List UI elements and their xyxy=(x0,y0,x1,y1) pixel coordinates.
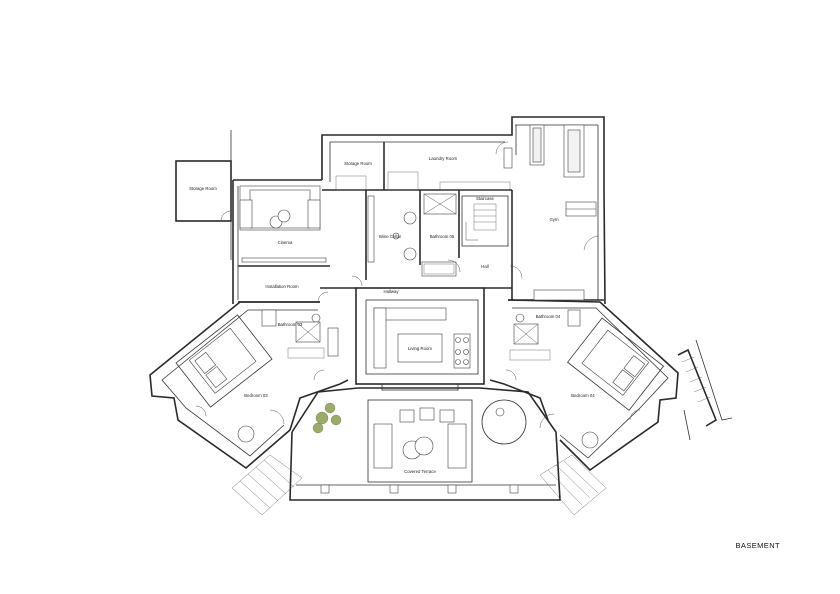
label-installation-room: Installation Room xyxy=(265,284,299,289)
label-hallway: Hallway xyxy=(383,289,399,294)
label-bedroom-03: Bedroom 03 xyxy=(244,393,268,398)
living-room-furniture xyxy=(373,307,471,369)
label-storage-room: Storage Room xyxy=(344,161,372,166)
bathroom-05-furniture xyxy=(421,193,457,277)
stair-inside xyxy=(461,195,509,247)
bathroom-03-furniture xyxy=(261,309,339,359)
stair-far-right xyxy=(677,339,733,441)
label-bedroom-04: Bedroom 04 xyxy=(571,393,595,398)
gym-equipment xyxy=(529,124,599,301)
label-bathroom-03: Bathroom 03 xyxy=(278,322,303,327)
cinema-furniture xyxy=(239,185,327,263)
label-cinema: Cinema xyxy=(278,240,293,245)
label-laundry-room: Laundry Room xyxy=(429,156,458,161)
wine-cellar-furniture xyxy=(367,195,417,263)
wing-walls xyxy=(149,287,679,501)
label-wine-cellar: Wine Cellar xyxy=(379,234,402,239)
label-covered-terrace: Covered Terrace xyxy=(404,469,436,474)
label-staircase: Staircase xyxy=(476,196,495,201)
terrace-furniture xyxy=(312,399,527,469)
bathroom-04-furniture xyxy=(509,309,581,361)
label-gym: Gym xyxy=(549,217,558,222)
floor-label: BASEMENT xyxy=(735,541,780,550)
label-living-room: Living Room xyxy=(408,346,432,351)
label-hall: Hall xyxy=(481,264,488,269)
bedroom-04-furniture xyxy=(539,317,665,449)
label-storage-room-outside: Storage Room xyxy=(189,186,217,191)
label-bathroom-05: Bathroom 05 xyxy=(430,234,455,239)
stair-left xyxy=(231,454,303,516)
label-bathroom-04: Bathroom 04 xyxy=(536,314,561,319)
hallway-doors xyxy=(313,259,523,381)
bedroom-03-furniture xyxy=(175,314,285,443)
laundry-furniture xyxy=(495,141,513,169)
stair-right xyxy=(539,454,607,516)
storage-room-outside-block xyxy=(175,130,232,260)
